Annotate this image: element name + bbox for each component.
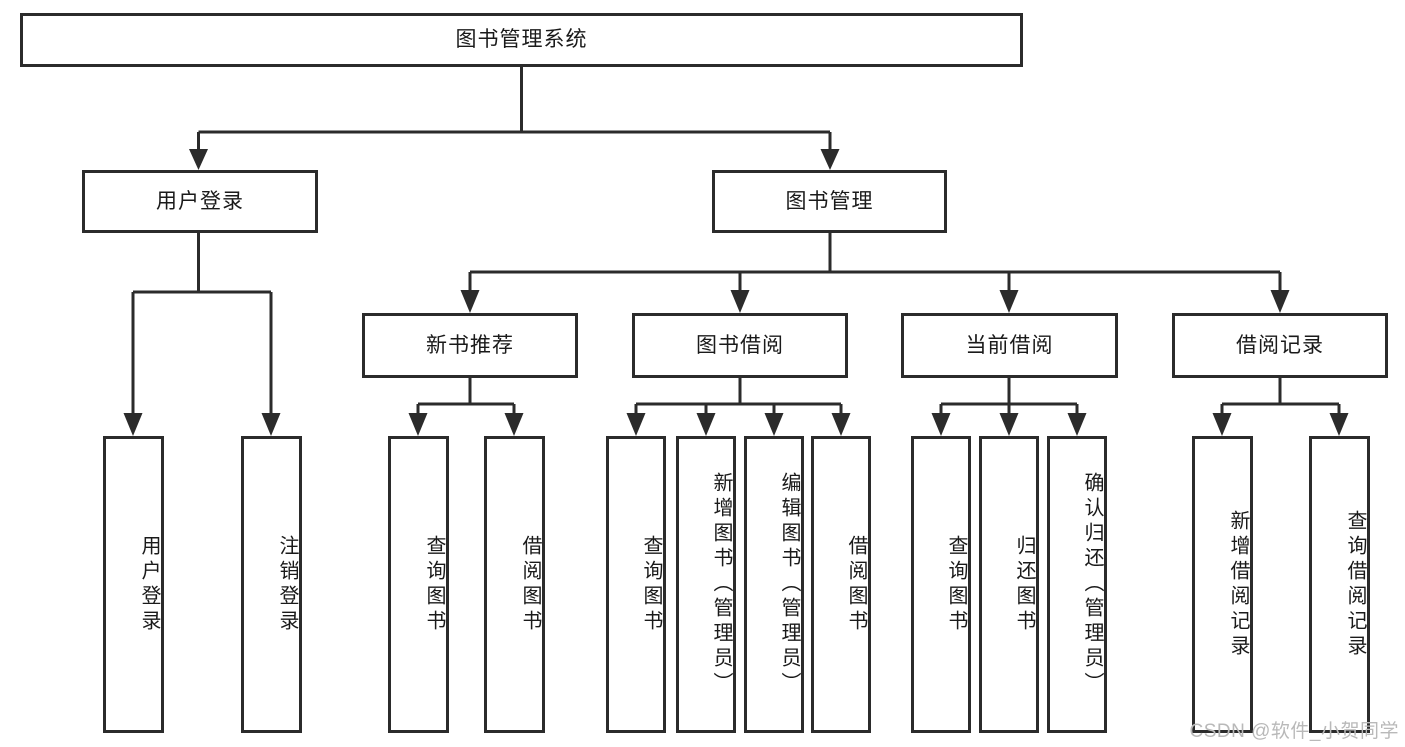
node-user-login[interactable]: 用户登录 [82,170,318,233]
node-label: 查询图书 [945,534,967,635]
node-new-book-recommend[interactable]: 新书推荐 [362,313,578,378]
leaf-query-borrow-record[interactable]: 查询借阅记录 [1309,436,1370,733]
node-label: 查询图书 [640,534,662,635]
leaf-borrow-book[interactable]: 借阅图书 [811,436,871,733]
node-label: 新书推荐 [426,333,514,357]
csdn-watermark: CSDN @软件_小贺同学 [1189,721,1399,742]
node-label: 借阅记录 [1236,333,1324,357]
node-label: 编辑图书（管理员） [778,472,800,697]
leaf-add-borrow-record[interactable]: 新增借阅记录 [1192,436,1253,733]
node-label: 新增借阅记录 [1227,509,1249,660]
node-borrow-record[interactable]: 借阅记录 [1172,313,1388,378]
leaf-edit-book-admin[interactable]: 编辑图书（管理员） [744,436,804,733]
node-label: 用户登录 [156,189,244,213]
node-label: 借阅图书 [845,534,867,635]
node-label: 用户登录 [138,534,160,635]
node-book-borrow[interactable]: 图书借阅 [632,313,848,378]
node-label: 借阅图书 [519,534,541,635]
leaf-query-book-recommend[interactable]: 查询图书 [388,436,449,733]
node-label: 新增图书（管理员） [710,472,732,697]
node-label: 当前借阅 [965,333,1054,357]
leaf-logout-login[interactable]: 注销登录 [241,436,302,733]
node-label: 图书借阅 [696,333,784,357]
leaf-user-login[interactable]: 用户登录 [103,436,164,733]
node-current-borrow[interactable]: 当前借阅 [901,313,1118,378]
node-label: 图书管理 [785,189,874,213]
leaf-confirm-return-admin[interactable]: 确认归还（管理员） [1047,436,1107,733]
node-label: 查询图书 [423,534,445,635]
leaf-query-book-current[interactable]: 查询图书 [911,436,971,733]
node-root-book-management-system[interactable]: 图书管理系统 [20,13,1023,67]
node-label: 查询借阅记录 [1344,509,1366,660]
leaf-borrow-book-recommend[interactable]: 借阅图书 [484,436,545,733]
leaf-return-book[interactable]: 归还图书 [979,436,1039,733]
node-label: 图书管理系统 [455,28,588,52]
node-book-management[interactable]: 图书管理 [712,170,947,233]
leaf-query-book-borrow[interactable]: 查询图书 [606,436,666,733]
leaf-add-book-admin[interactable]: 新增图书（管理员） [676,436,736,733]
node-label: 确认归还（管理员） [1081,472,1103,697]
node-label: 归还图书 [1013,534,1035,635]
node-label: 注销登录 [276,534,298,635]
